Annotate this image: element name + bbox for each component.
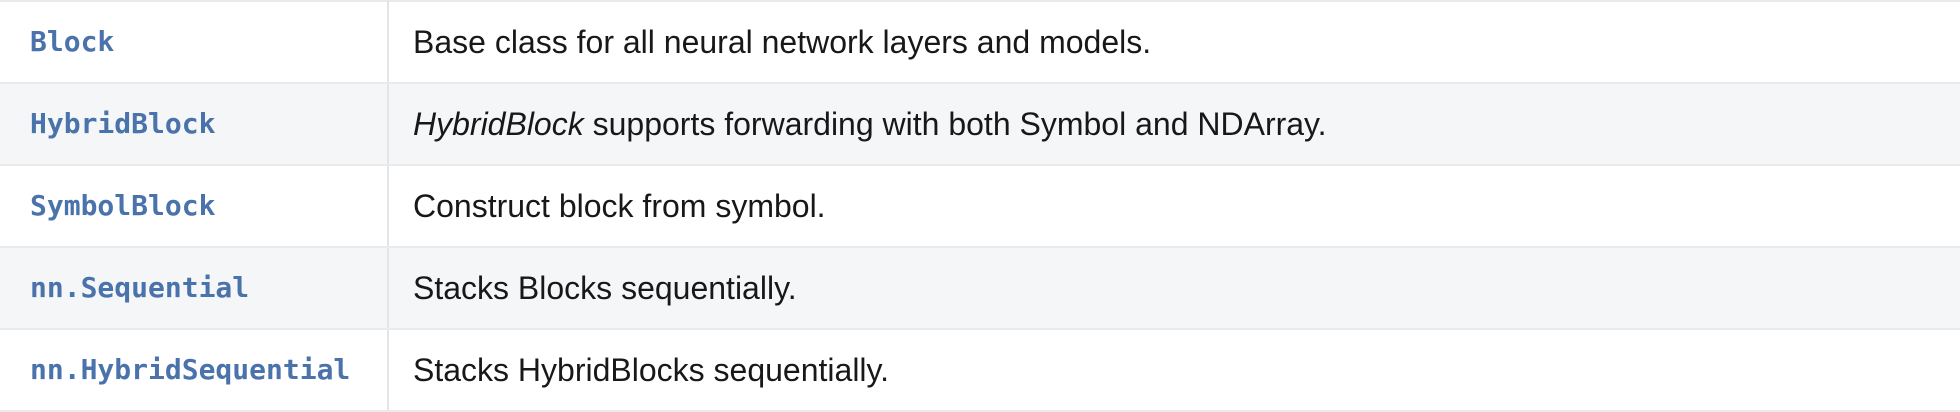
table-cell-description: Base class for all neural network layers… [388,0,1960,84]
table-row: Block Base class for all neural network … [0,0,1960,84]
description-text: Construct block from symbol. [413,187,826,225]
api-link-block[interactable]: Block [30,24,115,58]
table-cell-name: HybridBlock [0,82,389,166]
api-link-symbolblock[interactable]: SymbolBlock [30,188,216,222]
table-row: nn.Sequential Stacks Blocks sequentially… [0,246,1960,330]
api-link-hybridblock[interactable]: HybridBlock [30,106,216,140]
description-text: HybridBlock supports forwarding with bot… [413,105,1327,143]
description-rest: Base class for all neural network layers… [413,23,1152,60]
table-cell-description: Stacks Blocks sequentially. [388,246,1960,330]
table-cell-name: nn.Sequential [0,246,389,330]
description-emphasis: HybridBlock [413,105,584,142]
table-row: nn.HybridSequential Stacks HybridBlocks … [0,328,1960,412]
api-link-nn-hybridsequential[interactable]: nn.HybridSequential [30,352,351,386]
description-text: Stacks Blocks sequentially. [413,269,797,307]
description-text: Base class for all neural network layers… [413,23,1151,61]
table-cell-name: nn.HybridSequential [0,328,389,412]
table-cell-description: HybridBlock supports forwarding with bot… [388,82,1960,166]
table-cell-name: SymbolBlock [0,164,389,248]
table-cell-description: Stacks HybridBlocks sequentially. [388,328,1960,412]
description-text: Stacks HybridBlocks sequentially. [413,351,889,389]
api-link-nn-sequential[interactable]: nn.Sequential [30,270,250,304]
description-rest: Stacks HybridBlocks sequentially. [413,351,890,388]
table-cell-description: Construct block from symbol. [388,164,1960,248]
description-rest: supports forwarding with both Symbol and… [583,105,1327,142]
table-row: SymbolBlock Construct block from symbol. [0,164,1960,248]
description-rest: Construct block from symbol. [413,187,826,224]
description-rest: Stacks Blocks sequentially. [413,269,797,306]
table-row: HybridBlock HybridBlock supports forward… [0,82,1960,166]
table-cell-name: Block [0,0,389,84]
